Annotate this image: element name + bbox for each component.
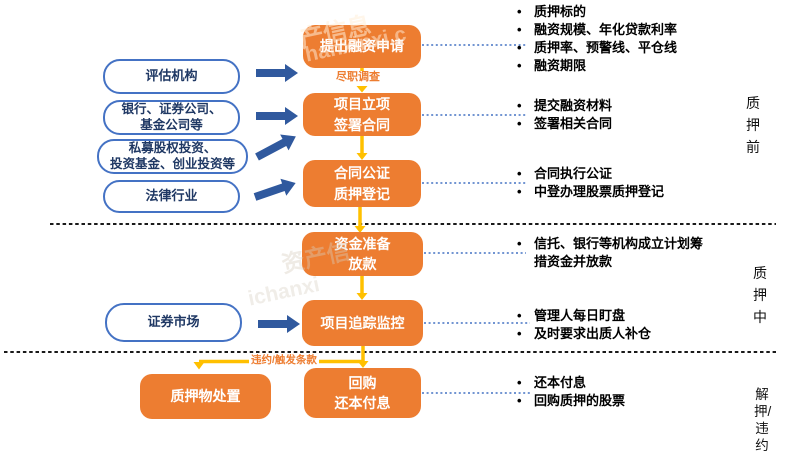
list-item: • 中登办理股票质押登记 bbox=[517, 183, 762, 201]
bullet-icon: • bbox=[517, 375, 522, 390]
bullet-group-funding: • 信托、银行等机构成立计划筹措资金并放款 bbox=[517, 235, 762, 271]
source-box-pe-vc: 私募股权投资、 投资基金、创业投资等 bbox=[97, 139, 248, 174]
list-item: • 融资期限 bbox=[517, 57, 762, 75]
list-item: • 管理人每日盯盘 bbox=[517, 307, 762, 325]
label-due-diligence: 尽职调查 bbox=[334, 71, 382, 84]
bullet-icon: • bbox=[517, 236, 522, 251]
flow-box-repurchase-repay: 回购 还本付息 bbox=[304, 368, 421, 418]
bullet-text: 合同执行公证 bbox=[534, 166, 613, 181]
bullet-icon: • bbox=[517, 4, 522, 19]
list-item: • 签署相关合同 bbox=[517, 115, 762, 133]
arrow-assessor-to-flow bbox=[256, 64, 298, 82]
bullet-icon: • bbox=[517, 58, 522, 73]
bullet-text: 质押标的 bbox=[534, 4, 587, 19]
flow-box-collateral-disposal: 质押物处置 bbox=[140, 374, 271, 419]
stage-label-during-pledge: 质押中 bbox=[753, 265, 767, 325]
bullet-text: 信托、银行等机构成立计划筹措资金并放款 bbox=[534, 236, 704, 269]
source-box-assessor: 评估机构 bbox=[103, 59, 240, 94]
bullet-group-repay: • 还本付息 • 回购质押的股票 bbox=[517, 374, 762, 410]
bullet-icon: • bbox=[517, 98, 522, 113]
bullet-icon: • bbox=[517, 184, 522, 199]
arrow-bank-to-flow bbox=[256, 107, 298, 125]
list-item: • 信托、银行等机构成立计划筹措资金并放款 bbox=[517, 235, 762, 271]
bullet-group-monitoring: • 管理人每日盯盘 • 及时要求出质人补仓 bbox=[517, 307, 762, 343]
arrow-legal-to-flow bbox=[253, 178, 296, 201]
source-box-bank-broker-fund: 银行、证券公司、 基金公司等 bbox=[103, 100, 240, 135]
bullet-icon: • bbox=[517, 166, 522, 181]
list-item: • 及时要求出质人补仓 bbox=[517, 325, 762, 343]
bullet-text: 回购质押的股票 bbox=[534, 393, 626, 408]
bullet-group-approval: • 提交融资材料 • 签署相关合同 bbox=[517, 97, 762, 133]
list-item: • 还本付息 bbox=[517, 374, 762, 392]
bullet-text: 融资期限 bbox=[534, 58, 587, 73]
list-item: • 质押标的 bbox=[517, 3, 762, 21]
flow-box-fund-preparation-loan: 资金准备 放款 bbox=[302, 232, 423, 276]
source-box-legal: 法律行业 bbox=[103, 180, 240, 213]
arrow-flow-3-to-4 bbox=[354, 207, 366, 233]
bullet-icon: • bbox=[517, 326, 522, 341]
stage-label-before-pledge: 质押前 bbox=[746, 95, 760, 155]
label-default-trigger: 违约/触发条款 bbox=[249, 354, 319, 366]
list-item: • 融资规模、年化贷款利率 bbox=[517, 21, 762, 39]
arrow-market-to-flow bbox=[258, 315, 300, 333]
flow-box-project-monitoring: 项目追踪监控 bbox=[302, 300, 423, 346]
bullet-text: 提交融资材料 bbox=[534, 98, 613, 113]
list-item: • 提交融资材料 bbox=[517, 97, 762, 115]
arrow-flow-4-to-5 bbox=[356, 276, 368, 300]
list-item: • 合同执行公证 bbox=[517, 165, 762, 183]
bullet-icon: • bbox=[517, 116, 522, 131]
list-item: • 质押率、预警线、平仓线 bbox=[517, 39, 762, 57]
bullet-icon: • bbox=[517, 393, 522, 408]
flow-box-project-approval-contract: 项目立项 签署合同 bbox=[303, 93, 421, 136]
list-item: • 回购质押的股票 bbox=[517, 392, 762, 410]
bullet-text: 质押率、预警线、平仓线 bbox=[534, 40, 678, 55]
bullet-icon: • bbox=[517, 22, 522, 37]
bullet-group-apply: • 质押标的 • 融资规模、年化贷款利率 • 质押率、预警线、平仓线 • 融资期限 bbox=[517, 3, 762, 75]
bullet-icon: • bbox=[517, 40, 522, 55]
bullet-text: 还本付息 bbox=[534, 375, 587, 390]
arrow-flow-2-to-3 bbox=[356, 136, 368, 160]
bullet-text: 融资规模、年化贷款利率 bbox=[534, 22, 678, 37]
arrow-pe-to-flow bbox=[255, 134, 296, 161]
bullet-text: 及时要求出质人补仓 bbox=[534, 326, 652, 341]
bullet-icon: • bbox=[517, 308, 522, 323]
flow-box-notarize-register: 合同公证 质押登记 bbox=[303, 160, 421, 207]
bullet-text: 签署相关合同 bbox=[534, 116, 613, 131]
bullet-text: 管理人每日盯盘 bbox=[534, 308, 626, 323]
stage-label-release-default: 解押/违约 bbox=[754, 387, 772, 453]
bullet-group-notarize: • 合同执行公证 • 中登办理股票质押登记 bbox=[517, 165, 762, 201]
bullet-text: 中登办理股票质押登记 bbox=[534, 184, 665, 199]
flow-box-apply-financing: 提出融资申请 bbox=[303, 25, 421, 68]
source-box-securities-market: 证券市场 bbox=[105, 303, 242, 342]
